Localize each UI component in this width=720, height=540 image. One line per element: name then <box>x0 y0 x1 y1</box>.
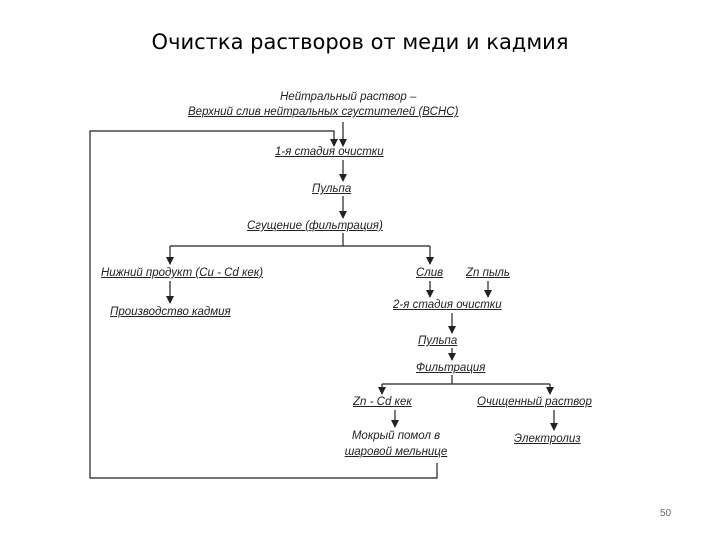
zn-cd-cake-node: Zn - Cd кек <box>353 396 412 408</box>
overflow-node: Слив <box>416 267 444 279</box>
page-title: Очистка растворов от меди и кадмия <box>151 30 569 54</box>
neutral-solution-subtitle-text: Верхний слив нейтральных сгустителей (ВС… <box>188 106 459 118</box>
purified-solution-node: Очищенный раствор <box>477 396 592 408</box>
stage1-node: 1-я стадия очистки <box>275 146 384 158</box>
bottom-product-node: Нижний продукт (Cu - Cd кек) <box>101 267 264 279</box>
recycle-loop <box>89 130 438 479</box>
electrolysis-node: Электролиз <box>514 433 581 445</box>
stage2-node: 2-я стадия очистки <box>393 299 502 311</box>
thickening-node: Сгущение (фильтрация) <box>247 220 383 232</box>
wet-grinding-line2: шаровой мельнице <box>330 446 462 459</box>
neutral-solution-title: Нейтральный раствор – <box>280 91 417 103</box>
neutral-solution-subtitle: Верхний слив нейтральных сгустителей (ВС… <box>188 106 458 119</box>
wet-grinding-line1: Мокрый помол в <box>351 430 441 442</box>
filtration-node: Фильтрация <box>416 362 486 374</box>
pulp1-node: Пульпа <box>312 183 352 195</box>
zn-dust-node: Zn пыль <box>466 267 510 279</box>
wet-grinding-line2-text: шаровой мельнице <box>344 446 448 458</box>
cadmium-production-node: Производство кадмия <box>110 306 231 318</box>
page-number: 50 <box>660 508 672 519</box>
pulp2-node: Пульпа <box>418 335 458 347</box>
